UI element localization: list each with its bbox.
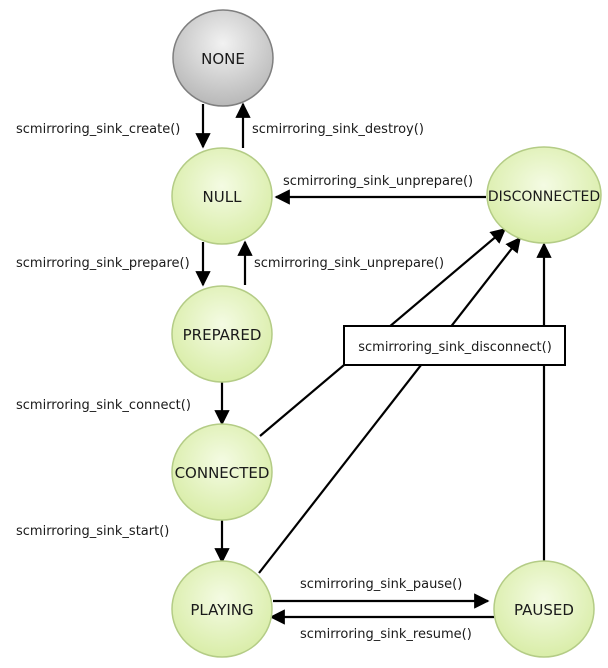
label-destroy: scmirroring_sink_destroy() <box>252 122 424 137</box>
state-paused: PAUSED <box>493 560 595 658</box>
edge-labels: scmirroring_sink_create() scmirroring_si… <box>16 122 473 642</box>
label-connect: scmirroring_sink_connect() <box>16 398 191 413</box>
label-start: scmirroring_sink_start() <box>16 524 169 539</box>
label-create: scmirroring_sink_create() <box>16 122 180 137</box>
state-connected: CONNECTED <box>171 423 273 521</box>
label-unprepare-disconnected: scmirroring_sink_unprepare() <box>283 174 473 189</box>
label-resume: scmirroring_sink_resume() <box>300 627 472 642</box>
state-none: NONE <box>172 9 274 107</box>
state-none-label: NONE <box>201 50 245 68</box>
state-disconnected-label: DISCONNECTED <box>488 189 600 205</box>
state-null-label: NULL <box>203 188 243 206</box>
label-prepare: scmirroring_sink_prepare() <box>16 256 190 271</box>
state-prepared: PREPARED <box>171 285 273 383</box>
state-paused-label: PAUSED <box>514 601 574 619</box>
state-null: NULL <box>171 147 273 245</box>
state-connected-label: CONNECTED <box>175 464 270 482</box>
edge-playing-to-disconnected <box>258 236 521 574</box>
label-disconnect: scmirroring_sink_disconnect() <box>358 340 552 355</box>
state-playing-label: PLAYING <box>190 601 253 619</box>
state-prepared-label: PREPARED <box>183 326 262 344</box>
edges <box>195 102 552 625</box>
state-disconnected: DISCONNECTED <box>486 146 602 244</box>
state-playing: PLAYING <box>171 560 273 658</box>
label-pause: scmirroring_sink_pause() <box>300 577 462 592</box>
disconnect-label-box: scmirroring_sink_disconnect() <box>343 325 566 366</box>
label-unprepare-prepared: scmirroring_sink_unprepare() <box>254 256 444 271</box>
